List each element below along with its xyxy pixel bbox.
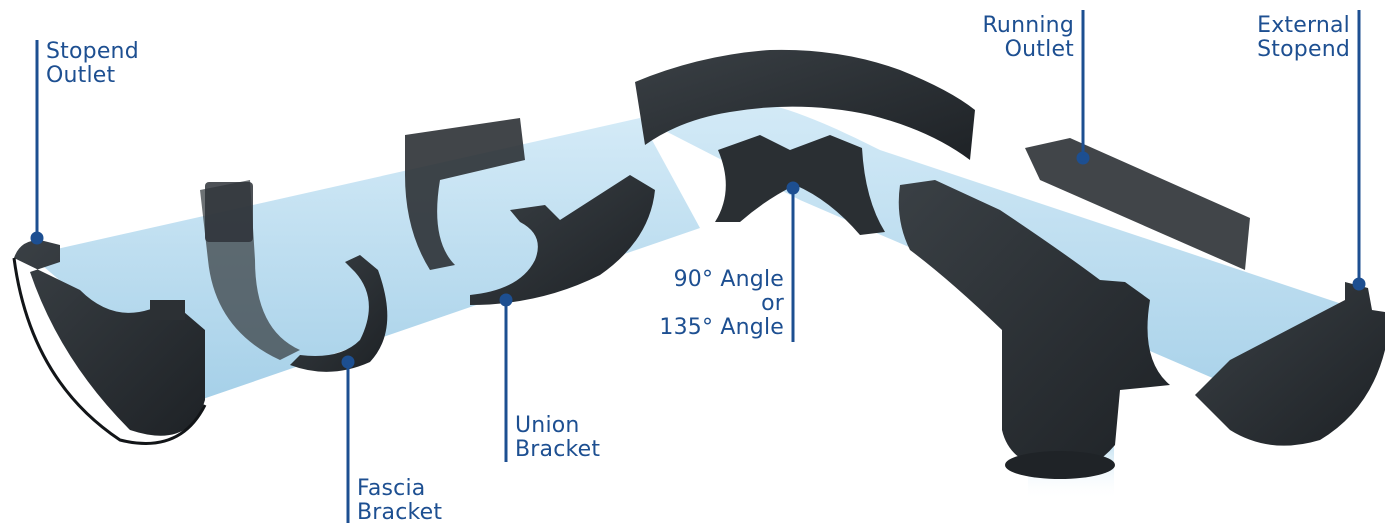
running-outlet-part — [898, 180, 1170, 471]
union-bracket-line1: Union — [515, 413, 580, 438]
angle-label: 90° Angle or 135° Angle — [630, 268, 784, 340]
angle-line1: 90° Angle — [673, 267, 784, 292]
running-outlet-label: Running Outlet — [940, 14, 1074, 62]
angle-back-wall — [635, 49, 975, 161]
union-bracket-back — [405, 118, 525, 270]
fascia-bracket-label: Fascia Bracket — [357, 477, 442, 525]
angle-line3: 135° Angle — [659, 315, 784, 340]
fascia-bracket-part — [290, 255, 388, 372]
stopend-outlet-label: Stopend Outlet — [46, 40, 139, 88]
external-stopend-part — [1195, 282, 1385, 446]
union-bracket-line2: Bracket — [515, 437, 601, 462]
external-stopend-line1: External — [1257, 13, 1350, 38]
angle-line2: or — [761, 291, 784, 316]
running-outlet-line1: Running — [982, 13, 1074, 38]
angle-front — [715, 135, 885, 235]
running-outlet-back — [1025, 138, 1250, 270]
leader-lines — [30, 10, 1366, 523]
stopend-outlet-line2: Outlet — [46, 63, 116, 88]
union-bracket-label: Union Bracket — [515, 414, 600, 462]
fascia-bracket-line1: Fascia — [357, 476, 426, 501]
fascia-bracket-line2: Bracket — [357, 500, 443, 525]
external-stopend-line2: Stopend — [1257, 37, 1350, 62]
stopend-outlet-part — [14, 240, 205, 436]
stopend-outlet-line1: Stopend — [46, 39, 139, 64]
running-outlet-line2: Outlet — [1004, 37, 1074, 62]
external-stopend-label: External Stopend — [1210, 14, 1350, 62]
union-bracket-part — [470, 175, 655, 305]
